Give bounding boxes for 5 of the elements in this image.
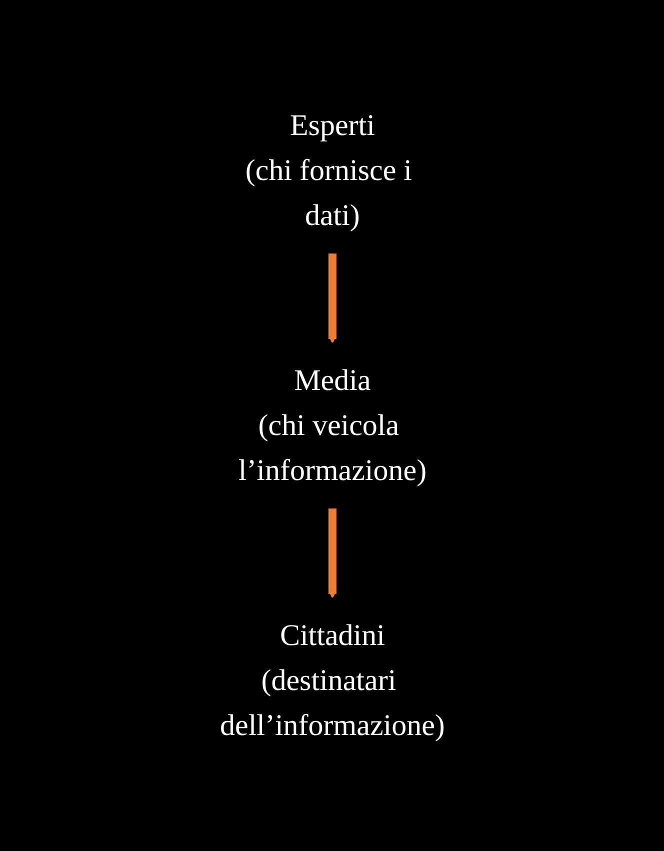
arrow bbox=[328, 508, 336, 598]
arrow bbox=[328, 253, 336, 344]
node-text: Esperti (chi fornisce i dati) bbox=[244, 109, 412, 232]
node-text: Media (chi veicola l’informazione) bbox=[238, 364, 426, 487]
node-text: Cittadini (destinatari dell’informazione) bbox=[220, 619, 444, 742]
